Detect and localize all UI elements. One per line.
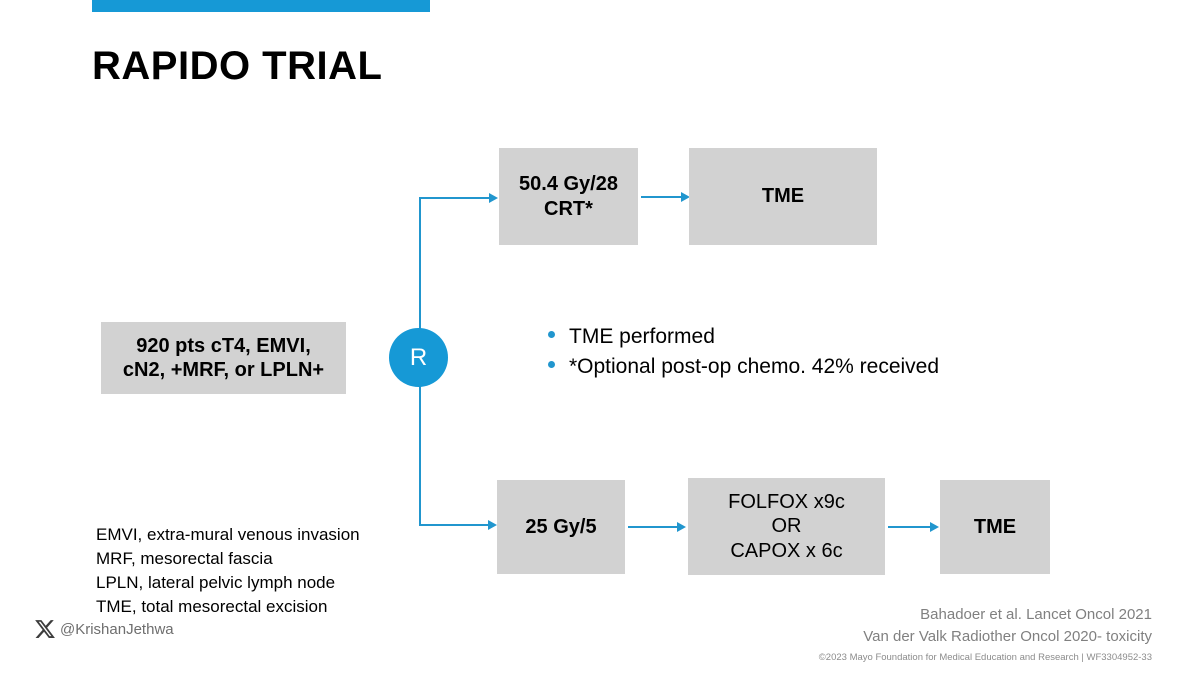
bullet-dot-icon <box>548 361 555 369</box>
copyright-footer: ©2023 Mayo Foundation for Medical Educat… <box>818 652 1152 663</box>
page-title: RAPIDO TRIAL <box>92 44 383 88</box>
social-handle: @KrishanJethwa <box>34 618 174 640</box>
randomization-node: R <box>389 328 448 387</box>
chemo-line-2: OR <box>771 515 802 538</box>
citation-block: Bahadoer et al. Lancet Oncol 2021 Van de… <box>863 604 1152 648</box>
legend-line: EMVI, extra-mural venous invasion <box>96 525 360 544</box>
x-logo-icon <box>34 618 60 640</box>
short-course-rt-box: 25 Gy/5 <box>497 480 625 574</box>
randomization-spine-lower <box>419 385 421 525</box>
chemo-line-1: FOLFOX x9c <box>728 490 845 513</box>
arrowhead-scrt-to-chemo <box>677 522 686 532</box>
population-line-1: 920 pts cT4, EMVI, <box>136 334 311 357</box>
crt-line-2: CRT* <box>544 197 593 220</box>
title-accent-bar <box>92 0 430 12</box>
scrt-label: 25 Gy/5 <box>525 515 597 538</box>
chemo-line-3: CAPOX x 6c <box>730 539 843 562</box>
legend-line: TME, total mesorectal excision <box>96 597 328 617</box>
connector-scrt-to-chemo <box>628 526 680 528</box>
randomization-label: R <box>409 343 428 371</box>
crt-line-1: 50.4 Gy/28 <box>519 173 618 196</box>
connector-chemo-to-tme <box>888 526 933 528</box>
bullet-dot-icon <box>548 331 555 338</box>
arrowhead-to-crt-arm <box>489 193 498 203</box>
tme-box-standard-arm: TME <box>689 148 877 245</box>
tme-box-experimental-arm: TME <box>940 480 1050 574</box>
tme-top-label: TME <box>761 185 805 208</box>
abbreviation-legend: EMVI, extra-mural venous invasion MRF, m… <box>96 523 360 620</box>
population-box: 920 pts cT4, EMVI, cN2, +MRF, or LPLN+ <box>101 322 346 394</box>
tme-bottom-label: TME <box>973 515 1017 538</box>
arrowhead-chemo-to-tme <box>930 522 939 532</box>
population-line-2: cN2, +MRF, or LPLN+ <box>122 359 325 381</box>
citation-line: Bahadoer et al. Lancet Oncol 2021 <box>920 606 1152 623</box>
social-handle-text: @KrishanJethwa <box>60 620 174 638</box>
citation-line: Van der Valk Radiother Oncol 2020- toxic… <box>863 627 1152 645</box>
legend-line: MRF, mesorectal fascia <box>96 549 273 569</box>
chemotherapy-box: FOLFOX x9c OR CAPOX x 6c <box>688 478 885 575</box>
bullet-text: *Optional post-op chemo. 42% received <box>569 355 940 379</box>
connector-to-crt-arm <box>419 197 492 199</box>
legend-line: LPLN, lateral pelvic lymph node <box>96 573 336 593</box>
notes-bullet-list: TME performed *Optional post-op chemo. 4… <box>548 322 1018 383</box>
list-item: TME performed <box>548 322 1018 352</box>
arrowhead-to-scrt-arm <box>488 520 497 530</box>
connector-to-scrt-arm <box>419 524 490 526</box>
list-item: *Optional post-op chemo. 42% received <box>548 352 1018 382</box>
bullet-text: TME performed <box>569 325 715 348</box>
arrowhead-crt-to-tme <box>681 192 690 202</box>
crt-treatment-box: 50.4 Gy/28 CRT* <box>499 148 638 245</box>
randomization-spine-upper <box>419 197 421 330</box>
connector-crt-to-tme <box>641 196 684 198</box>
